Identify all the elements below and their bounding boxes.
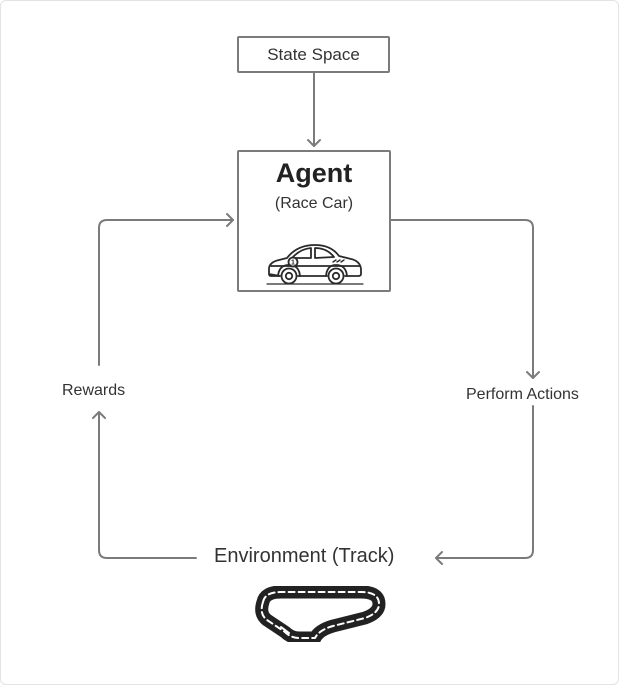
agent-node: Agent (Race Car) 1 [237,150,391,292]
environment-label: Environment (Track) [212,545,397,568]
state-space-node: State Space [237,36,390,73]
state-to-agent-arrowhead [307,139,321,147]
car-number: 1 [291,260,295,267]
agent-title: Agent [275,158,353,188]
state-space-label: State Space [267,44,360,64]
perform-actions-label: Perform Actions [466,386,579,404]
environment-to-rewards-arrow [98,411,197,559]
rewards-to-agent-arrow [98,219,234,366]
actions-to-environment-arrowhead [435,551,443,565]
rewards-to-agent-arrowhead [226,213,234,227]
actions-to-environment-arrow [435,405,534,559]
race-car-icon: 1 [266,244,364,285]
rewards-label: Rewards [62,382,126,400]
race-track-icon [255,586,386,642]
environment-to-rewards-arrowhead [92,411,106,419]
agent-to-actions-arrow [390,219,534,379]
agent-subtitle: (Race Car) [274,195,354,212]
agent-to-actions-arrowhead [526,371,540,379]
